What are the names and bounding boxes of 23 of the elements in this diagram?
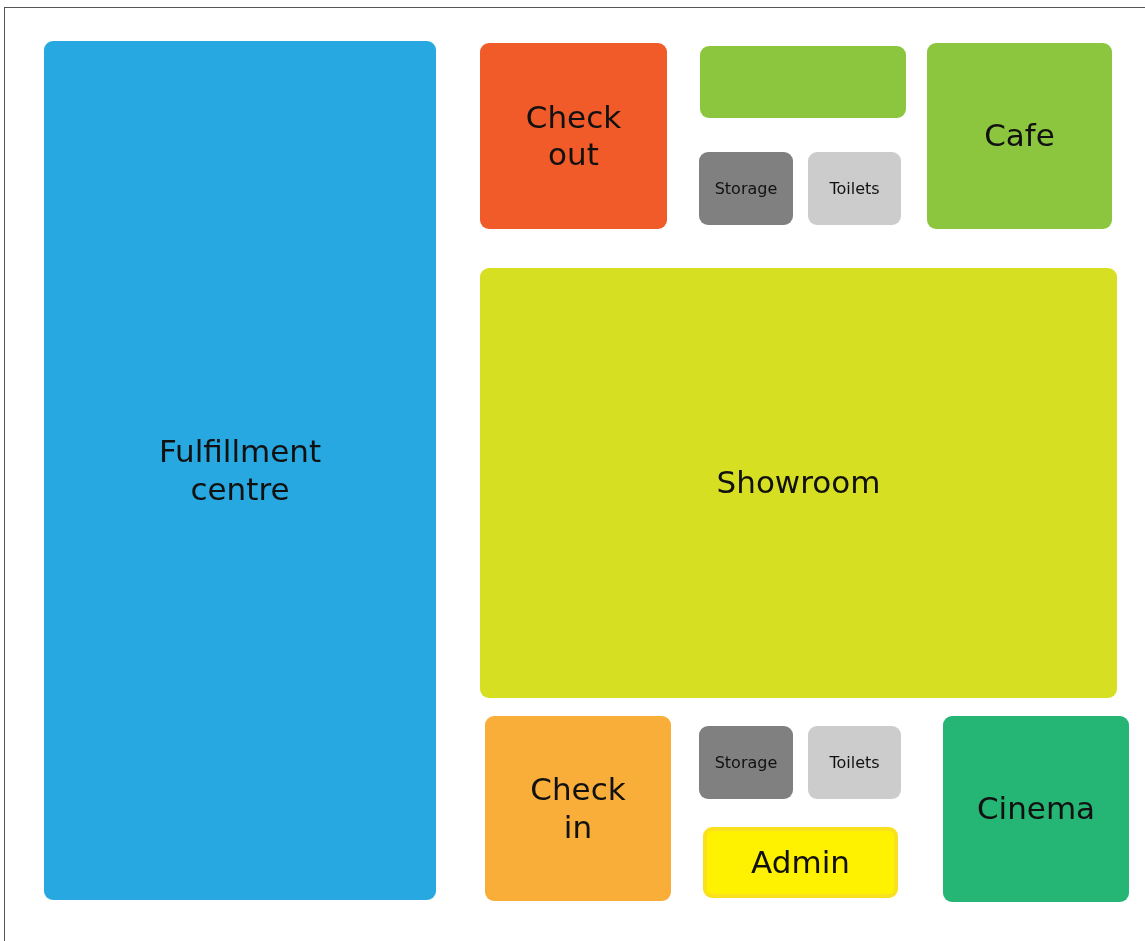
room-label: Storage (714, 752, 778, 773)
toilet-room (808, 152, 901, 225)
room-label: Fulfillment centre (157, 433, 323, 508)
room-label: Showroom (716, 464, 881, 502)
toilet-room (808, 726, 901, 799)
room-label: Toilets (829, 752, 880, 773)
room-label: Cafe (984, 117, 1055, 155)
room-label: Storage (714, 178, 778, 199)
cinema-area (943, 716, 1129, 902)
checkin-area (485, 716, 671, 901)
room-label: Check out (524, 98, 623, 174)
room-label: Check in (529, 771, 627, 846)
storage-room (699, 726, 793, 799)
storage-room (699, 152, 793, 225)
room-label: Admin (751, 843, 850, 882)
showroom-area (480, 268, 1117, 698)
room-block (700, 46, 906, 118)
fulfillment-area (44, 41, 436, 900)
cafe-area (927, 43, 1112, 229)
room-label: Toilets (829, 178, 880, 199)
admin-area (703, 827, 898, 898)
checkout-area (480, 43, 667, 229)
room-label: Cinema (976, 790, 1096, 828)
